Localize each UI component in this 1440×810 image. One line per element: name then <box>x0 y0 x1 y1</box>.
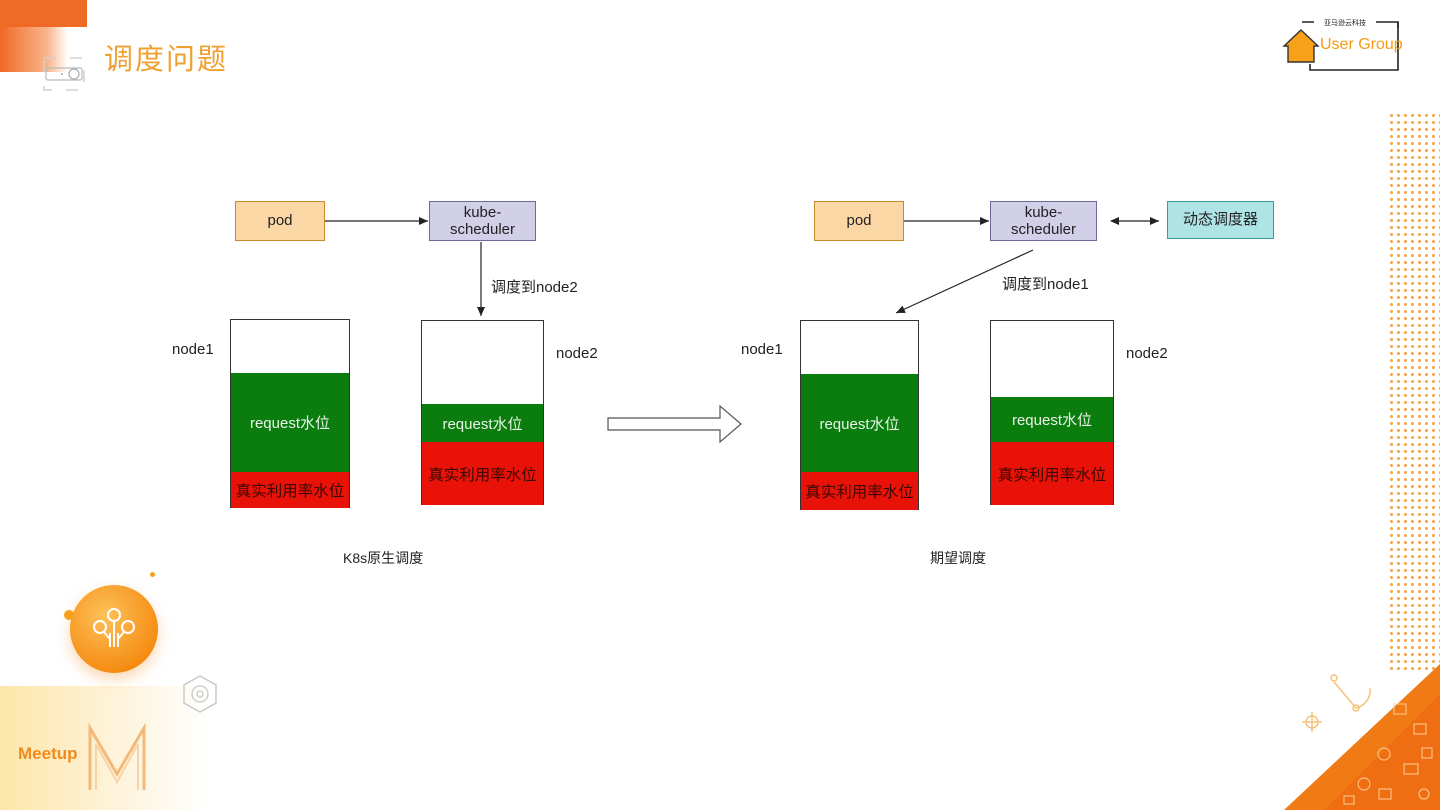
meetup-m-icon <box>88 722 146 790</box>
dynamic-scheduler-box: 动态调度器 <box>1167 201 1274 239</box>
node2-label: node2 <box>556 345 598 362</box>
dot-pattern <box>1388 112 1440 672</box>
pod-box: pod <box>235 201 325 241</box>
decorative-icon-pattern <box>1284 664 1440 810</box>
kube-scheduler-box: kube- scheduler <box>429 201 536 241</box>
node2-label: node2 <box>1126 345 1168 362</box>
node1-label: node1 <box>741 341 783 358</box>
real-utilization-level: 真实利用率水位 <box>801 472 918 510</box>
left-caption: K8s原生调度 <box>343 550 424 566</box>
node1-label: node1 <box>172 341 214 358</box>
hexagon-flower-icon <box>183 675 217 713</box>
transition-arrow <box>607 404 742 444</box>
circuit-icon <box>1302 674 1371 732</box>
logo-small-text: 亚马逊云科技 <box>1324 20 1366 27</box>
meetup-banner <box>0 686 210 810</box>
arrow-scheduler-to-node1 <box>895 249 1034 314</box>
decor-dot <box>64 610 74 620</box>
node1-box: request水位 真实利用率水位 <box>800 320 919 510</box>
network-tree-icon <box>93 608 135 647</box>
house-logo-icon <box>1282 29 1320 63</box>
request-level: request水位 <box>422 404 543 442</box>
right-caption: 期望调度 <box>930 550 986 566</box>
decor-dot <box>150 572 155 577</box>
page-title: 调度问题 <box>104 42 229 76</box>
request-level: request水位 <box>991 397 1113 442</box>
schedule-arrow-label: 调度到node1 <box>1002 276 1089 293</box>
node2-box: request水位 真实利用率水位 <box>421 320 544 505</box>
request-level: request水位 <box>231 373 349 472</box>
real-utilization-level: 真实利用率水位 <box>231 472 349 508</box>
real-utilization-level: 真实利用率水位 <box>422 442 543 505</box>
meetup-label: Meetup <box>18 744 78 763</box>
pod-box: pod <box>814 201 904 241</box>
node1-box: request水位 真实利用率水位 <box>230 319 350 508</box>
top-accent-bar <box>0 0 87 27</box>
camera-icon <box>43 57 85 91</box>
real-utilization-level: 真实利用率水位 <box>991 442 1113 505</box>
logo-main-text: User Group <box>1320 36 1403 53</box>
request-level: request水位 <box>801 374 918 472</box>
corner-gradient <box>0 27 68 72</box>
schedule-arrow-label: 调度到node2 <box>491 279 578 296</box>
kube-scheduler-box: kube- scheduler <box>990 201 1097 241</box>
user-group-logo: 亚马逊云科技 User Group <box>1280 18 1410 74</box>
node2-box: request水位 真实利用率水位 <box>990 320 1114 505</box>
